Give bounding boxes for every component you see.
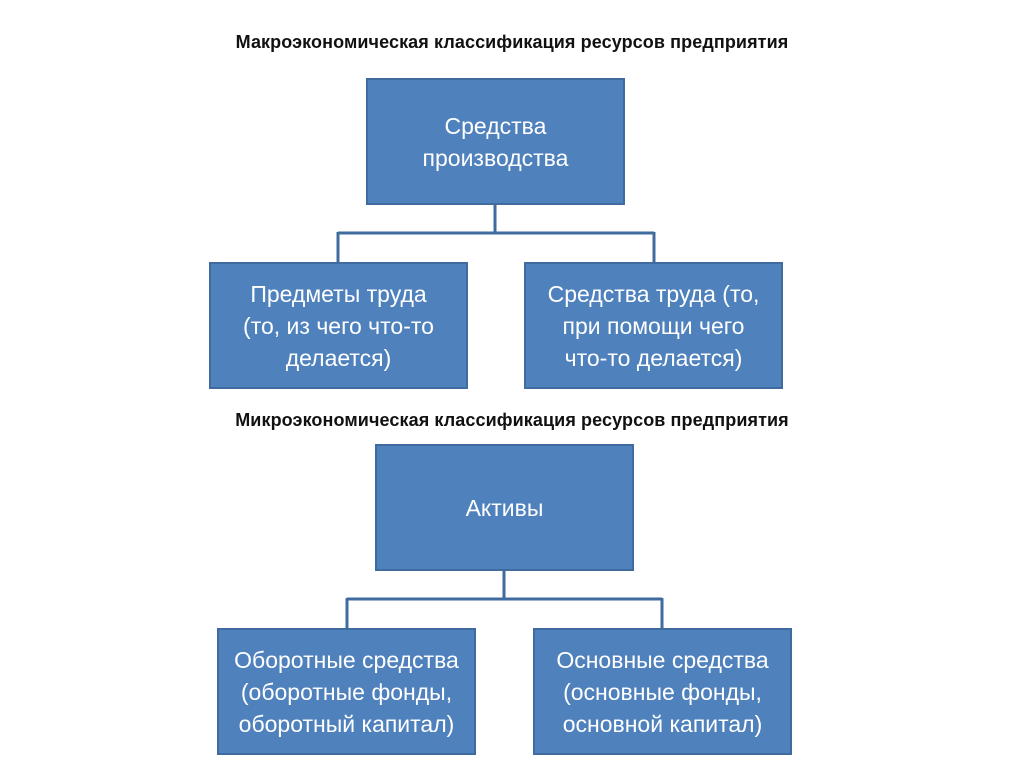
macro-classification-title: Макроэкономическая классификация ресурсо… <box>235 32 789 52</box>
micro-left-box: Оборотные средства (оборотные фонды, обо… <box>217 628 476 755</box>
micro-classification-title: Микроэкономическая классификация ресурсо… <box>235 410 789 430</box>
macro-root-box: Средства производства <box>366 78 625 205</box>
macro-left-box: Предметы труда (то, из чего что-то делае… <box>209 262 468 389</box>
micro-root-box: Активы <box>375 444 634 571</box>
macro-right-box: Средства труда (то, при помощи чего что-… <box>524 262 783 389</box>
micro-right-box: Основные средства (основные фонды, основ… <box>533 628 792 755</box>
